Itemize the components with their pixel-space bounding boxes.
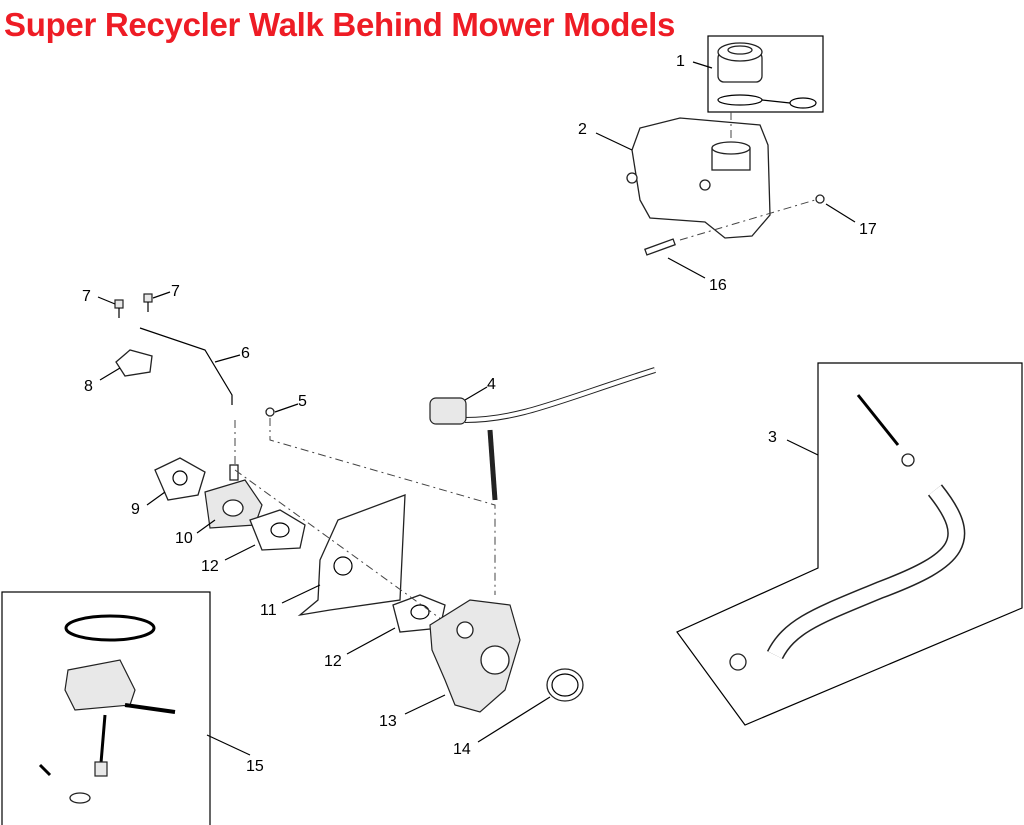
- inset-box-fuel-cap: [707, 35, 824, 113]
- screw-part: [143, 293, 153, 312]
- callout-9: 9: [131, 501, 140, 518]
- callout-17: 17: [859, 221, 877, 238]
- callout-16: 16: [709, 277, 727, 294]
- callout-1: 1: [676, 53, 685, 70]
- callout-15: 15: [246, 758, 264, 775]
- screw-part: [114, 299, 124, 318]
- callout-14: 14: [453, 741, 471, 758]
- throttle-rod-part: [139, 327, 233, 405]
- insulator-spacer-part: [204, 464, 263, 529]
- gasket-part: [154, 457, 206, 501]
- nut-part: [815, 194, 825, 204]
- air-cleaner-seal-part: [546, 668, 584, 702]
- fuel-line-part: [429, 367, 656, 501]
- callout-10: 10: [175, 530, 193, 547]
- callout-7: 7: [171, 283, 180, 300]
- callout-13: 13: [379, 713, 397, 730]
- clip-part: [265, 407, 275, 417]
- fuel-tank-part: [626, 112, 771, 239]
- callout-8: 8: [84, 378, 93, 395]
- leader-lines: [97, 61, 856, 756]
- gasket-part: [249, 509, 306, 551]
- callout-12: 12: [201, 558, 219, 575]
- callout-6: 6: [241, 345, 250, 362]
- carburetor-kit-part: [38, 614, 176, 804]
- callout-5: 5: [298, 393, 307, 410]
- fuel-cap-part: [717, 42, 817, 109]
- callout-4: 4: [487, 376, 496, 393]
- inset-box-fuel-line: [676, 362, 1023, 726]
- fuel-line-assembly-part: [729, 394, 966, 671]
- callout-2: 2: [578, 121, 587, 138]
- callout-11: 11: [260, 602, 277, 619]
- callout-12: 12: [324, 653, 342, 670]
- inset-box-carburetor-kit: [1, 591, 211, 825]
- carburetor-part: [429, 599, 521, 713]
- switch-part: [115, 349, 153, 377]
- page-title: Super Recycler Walk Behind Mower Models: [4, 6, 676, 43]
- bolt-part: [644, 238, 676, 256]
- callout-7: 7: [82, 288, 91, 305]
- callout-3: 3: [768, 429, 777, 446]
